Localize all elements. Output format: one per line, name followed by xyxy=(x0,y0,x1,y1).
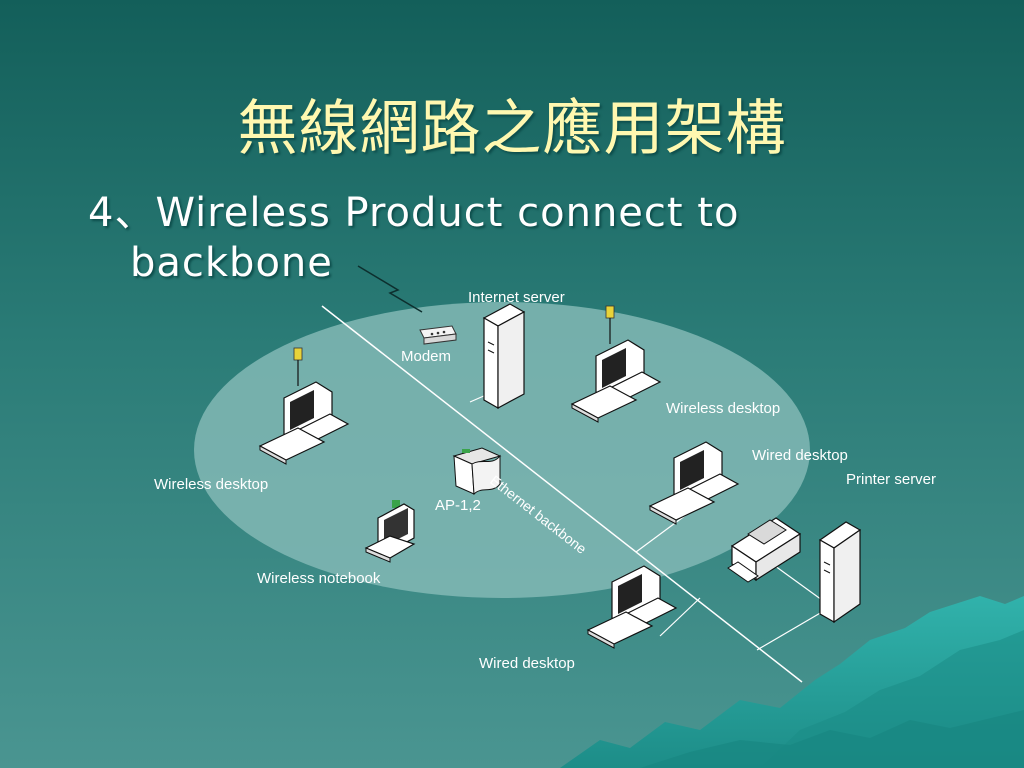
wired-desktop-bottom-icon xyxy=(586,565,678,649)
label-internet-server: Internet server xyxy=(468,289,565,306)
label-modem: Modem xyxy=(401,348,452,365)
wireless-desktop-right-icon xyxy=(570,305,662,423)
wireless-notebook-icon xyxy=(364,500,416,563)
wired-desktop-right-icon xyxy=(648,441,740,525)
label-wireless-desktop-left: Wireless desktop xyxy=(154,476,269,493)
label-wireless-notebook: Wireless notebook xyxy=(257,570,381,587)
lightning-bolt-icon xyxy=(357,265,423,313)
wireless-desktop-left-icon xyxy=(258,347,350,465)
modem-icon xyxy=(419,325,457,345)
bullet-text: 4、Wireless Product connect to backbone xyxy=(88,188,739,288)
label-printer-server: Printer server xyxy=(846,471,937,488)
access-point-icon xyxy=(452,447,502,496)
ethernet-backbone-line xyxy=(321,305,803,683)
slide-title: 無線網路之應用架構 xyxy=(237,94,787,164)
bullet-line-1: Wireless Product connect to xyxy=(155,190,740,236)
bullet-line-2: backbone xyxy=(130,240,333,286)
label-wired-desktop-right: Wired desktop xyxy=(752,447,848,464)
internet-server-icon xyxy=(482,303,526,410)
label-ap: AP-1,2 xyxy=(435,497,481,514)
branch-line-wired-desktop-bottom xyxy=(659,597,701,637)
wireless-coverage-area xyxy=(194,302,810,598)
branch-line-wired-desktop-right xyxy=(635,511,691,553)
branch-line-printer-server xyxy=(756,611,823,651)
printer-server-icon xyxy=(818,521,862,624)
branch-line-internet-server xyxy=(469,394,487,403)
label-wired-desktop-bottom: Wired desktop xyxy=(479,655,575,672)
bullet-number: 4、 xyxy=(88,190,156,236)
label-wireless-desktop-right: Wireless desktop xyxy=(666,400,781,417)
printer-icon xyxy=(727,517,802,583)
